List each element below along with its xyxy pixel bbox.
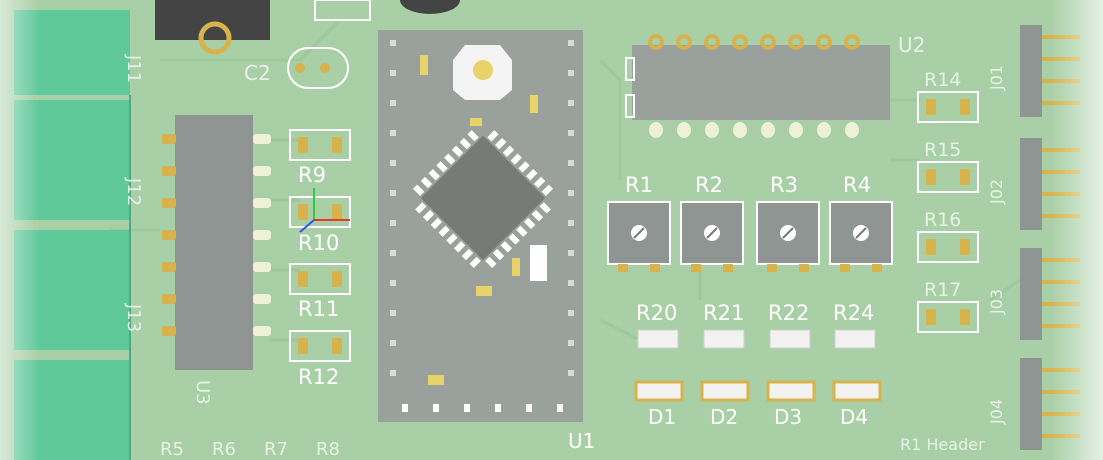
label-r20: R20: [636, 301, 677, 325]
u1-pin: [390, 340, 396, 346]
label-r14: R14: [924, 69, 961, 91]
u1-pin: [390, 100, 396, 106]
label-u2: U2: [898, 33, 925, 57]
label-d3: D3: [774, 405, 802, 429]
label-d2: D2: [710, 405, 738, 429]
label-r7: R7: [264, 439, 288, 460]
regulator-body: [155, 0, 270, 40]
label-r8: R8: [316, 439, 340, 460]
u1-pin: [464, 404, 470, 412]
u1-pin: [390, 220, 396, 226]
label-r21: R21: [703, 301, 744, 325]
label-u3: U3: [192, 380, 213, 405]
label-r15: R15: [924, 139, 961, 161]
label-r24: R24: [833, 301, 874, 325]
u1-pin: [557, 404, 563, 412]
u1-pin: [390, 70, 396, 76]
label-r6: R6: [212, 439, 236, 460]
smd-resistors-r20-r24: [637, 329, 876, 349]
label-r11: R11: [298, 297, 339, 321]
label-d4: D4: [840, 405, 868, 429]
label-u1: U1: [568, 429, 595, 453]
u1-pin: [568, 370, 574, 376]
u1-pin: [568, 220, 574, 226]
u1-pin: [390, 40, 396, 46]
u1-pin: [568, 160, 574, 166]
u1-pin: [390, 190, 396, 196]
label-r4: R4: [843, 173, 871, 197]
module-u1: [378, 30, 583, 422]
label-j02: J02: [987, 179, 1006, 205]
label-r1: R1: [625, 173, 653, 197]
resistors-r14-r17: [917, 91, 979, 333]
resistors-r9-r12: [289, 129, 351, 362]
u1-pin: [568, 310, 574, 316]
label-r12: R12: [298, 365, 339, 389]
label-r9: R9: [298, 163, 326, 187]
u1-pin: [568, 70, 574, 76]
label-j01: J01: [987, 65, 1006, 91]
label-r5: R5: [160, 439, 184, 460]
label-j03: J03: [987, 289, 1006, 315]
u1-pin: [390, 160, 396, 166]
label-j13: J13: [123, 303, 144, 332]
u1-pin: [390, 280, 396, 286]
u1-pin: [390, 250, 396, 256]
leds-d1-d4: [634, 380, 882, 402]
u1-pin: [390, 130, 396, 136]
label-d1: D1: [648, 405, 676, 429]
u1-pin: [526, 404, 532, 412]
ic-u2: [625, 34, 890, 138]
u1-pin: [495, 404, 501, 412]
u1-pin: [568, 100, 574, 106]
u1-pin: [433, 404, 439, 412]
label-r22: R22: [768, 301, 809, 325]
right-fade: [1050, 0, 1103, 460]
silkscreen-labels: J11 J12 J13 C2 R9 R10 R11 R12 U3 U1 U2 R…: [123, 33, 1006, 460]
u1-pin: [568, 40, 574, 46]
label-r3: R3: [770, 173, 798, 197]
u1-pin: [568, 190, 574, 196]
u1-pin: [568, 340, 574, 346]
u1-pin: [390, 370, 396, 376]
u1-pin: [568, 250, 574, 256]
origin-axis-marker: [299, 188, 350, 233]
left-fade: [0, 0, 40, 460]
u1-pin: [568, 130, 574, 136]
label-r2: R2: [695, 173, 723, 197]
label-j12: J12: [123, 177, 144, 206]
label-j11: J11: [123, 54, 144, 83]
label-c2: C2: [244, 61, 271, 85]
label-r10: R10: [298, 231, 339, 255]
u1-pin: [402, 404, 408, 412]
label-bottom-right: R1 Header: [900, 435, 985, 454]
u1-pin: [390, 310, 396, 316]
u1-pin: [568, 280, 574, 286]
ic-u3: [162, 115, 271, 370]
label-r16: R16: [924, 209, 961, 231]
label-j04: J04: [987, 399, 1006, 425]
trimmer-pots: [607, 201, 893, 272]
label-r17: R17: [924, 279, 961, 301]
